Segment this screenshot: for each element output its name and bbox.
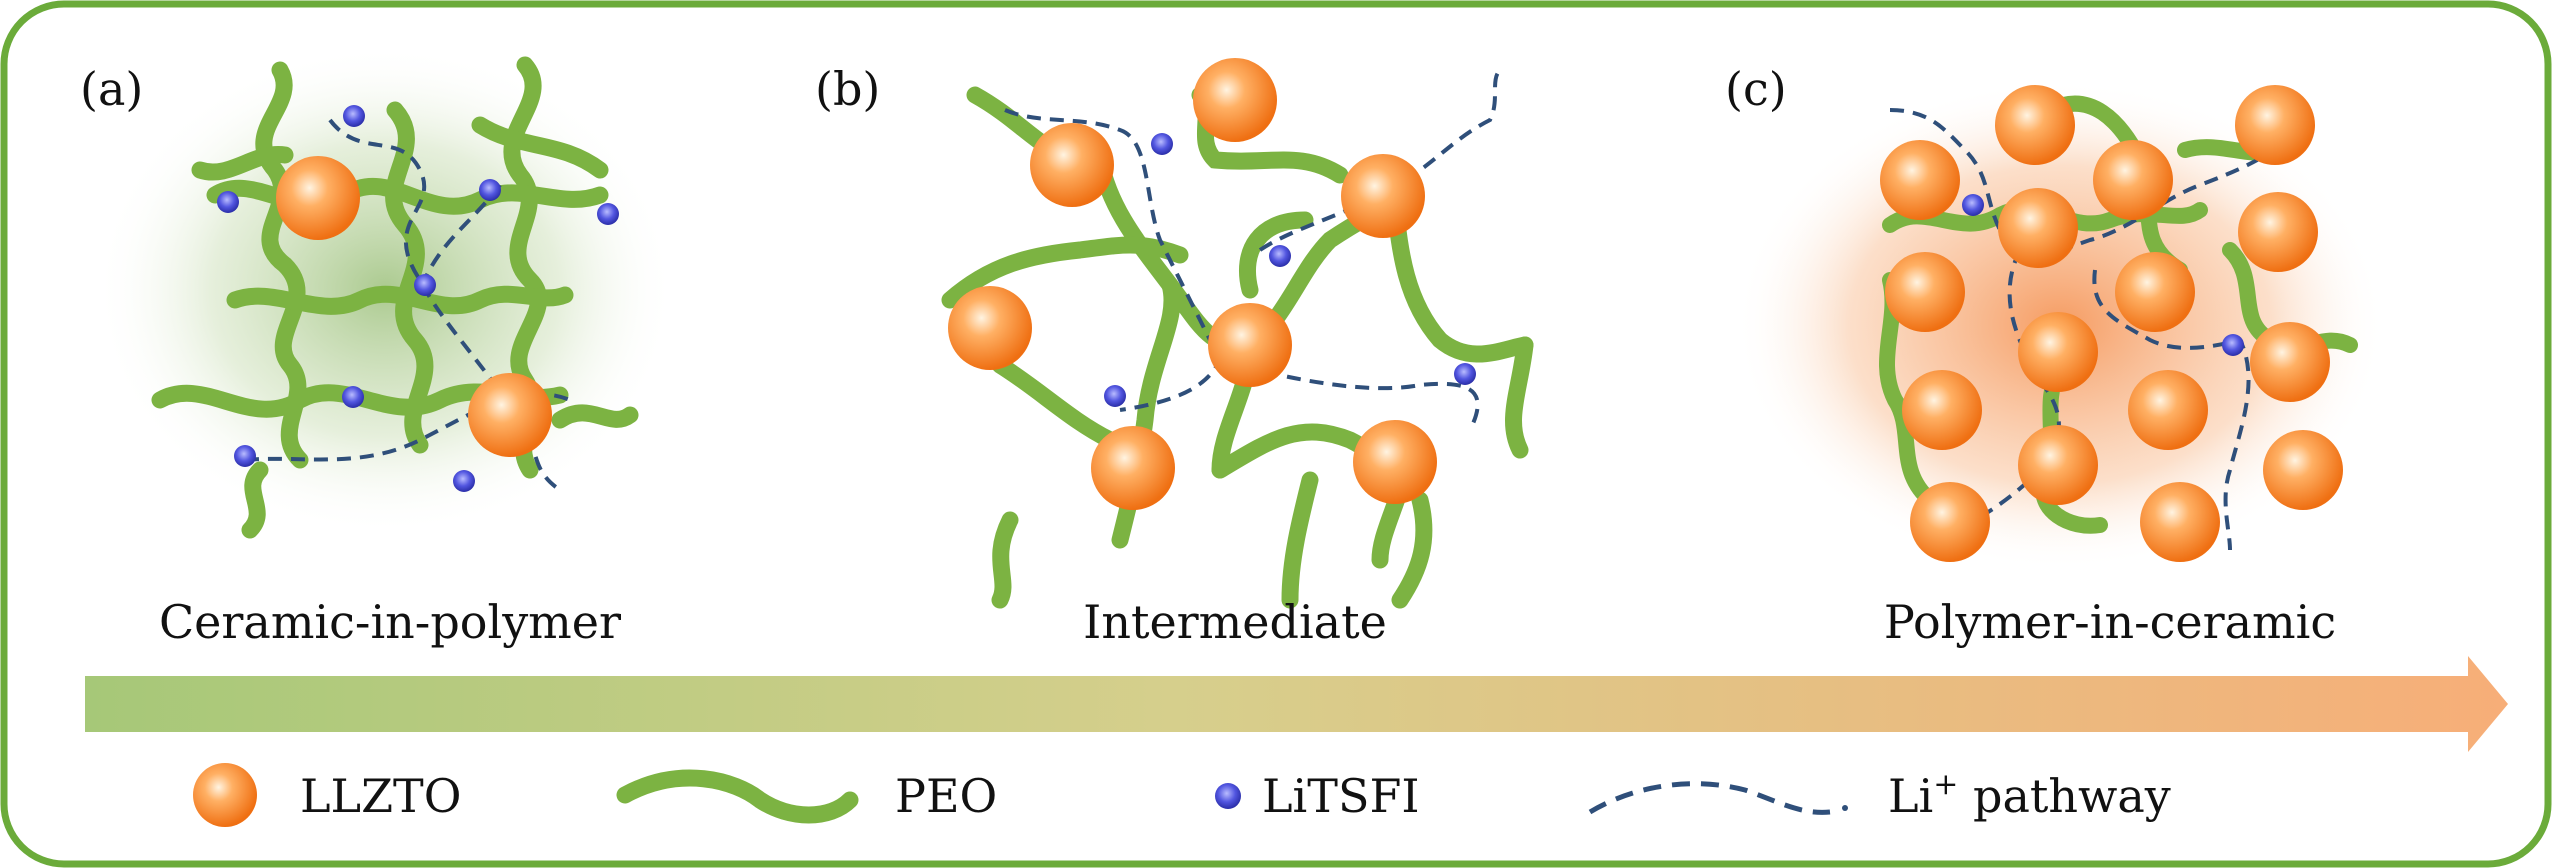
- legend-llzto-label: LLZTO: [300, 769, 461, 823]
- llzto-particle: [468, 373, 552, 457]
- llzto-particle: [1208, 303, 1292, 387]
- litsfi-ion: [1962, 194, 1984, 216]
- panel-c-litsfi: [1962, 194, 2244, 356]
- litsfi-ion: [1454, 363, 1476, 385]
- panel-a: (a) Ceramic-in-polymer: [80, 45, 675, 649]
- legend-peo-swatch: [616, 769, 859, 824]
- legend-llzto-swatch: [193, 763, 257, 827]
- llzto-particle: [2263, 430, 2343, 510]
- panel-b-letter: (b): [815, 62, 880, 116]
- llzto-particle: [2093, 140, 2173, 220]
- llzto-particle: [1880, 140, 1960, 220]
- legend-pathway-swatch: [1588, 781, 1831, 815]
- panel-b-litsfi: [1104, 133, 1476, 407]
- transition-arrow: [85, 656, 2508, 752]
- legend-pathway-end: [1842, 805, 1848, 811]
- llzto-particle: [2128, 370, 2208, 450]
- llzto-particle: [1910, 482, 1990, 562]
- litsfi-ion: [1104, 385, 1126, 407]
- llzto-particle: [2238, 192, 2318, 272]
- legend-peo-label: PEO: [895, 769, 997, 823]
- litsfi-ion: [2222, 334, 2244, 356]
- panel-a-ceramic-particles: [276, 156, 552, 457]
- litsfi-ion: [343, 105, 365, 127]
- panel-b: (b) Intermediate: [815, 58, 1534, 649]
- llzto-particle: [276, 156, 360, 240]
- legend-pathway-li: Li: [1888, 769, 1933, 823]
- panel-b-ceramic-particles: [948, 58, 1437, 510]
- llzto-particle: [2250, 322, 2330, 402]
- llzto-particle: [1341, 154, 1425, 238]
- llzto-particle: [1995, 85, 2075, 165]
- litsfi-ion: [453, 470, 475, 492]
- llzto-particle: [2235, 85, 2315, 165]
- llzto-particle: [2140, 482, 2220, 562]
- llzto-particle: [1091, 426, 1175, 510]
- panel-c: (c) Polymer-in-ceramic: [1725, 62, 2385, 649]
- litsfi-ion: [414, 274, 436, 296]
- litsfi-ion: [217, 191, 239, 213]
- litsfi-ion: [479, 179, 501, 201]
- legend-litsfi-swatch: [1215, 783, 1241, 809]
- legend: LLZTO PEO LiTSFI Li+ pathway: [193, 763, 2171, 827]
- legend-pathway-sup: +: [1933, 767, 1958, 802]
- legend-pathway-label: Li+ pathway: [1888, 767, 2171, 823]
- legend-litsfi-label: LiTSFI: [1262, 769, 1420, 823]
- llzto-particle: [1998, 188, 2078, 268]
- legend-pathway-suffix: pathway: [1958, 769, 2170, 823]
- llzto-particle: [1885, 252, 1965, 332]
- llzto-particle: [948, 286, 1032, 370]
- litsfi-ion: [597, 203, 619, 225]
- llzto-particle: [1030, 123, 1114, 207]
- panel-c-letter: (c): [1725, 62, 1787, 116]
- litsfi-ion: [1151, 133, 1173, 155]
- panel-a-letter: (a): [80, 62, 143, 116]
- panel-c-caption: Polymer-in-ceramic: [1884, 595, 2336, 649]
- litsfi-ion: [234, 445, 256, 467]
- panel-b-caption: Intermediate: [1083, 595, 1387, 649]
- litsfi-ion: [1269, 245, 1291, 267]
- llzto-particle: [2018, 312, 2098, 392]
- panel-a-litsfi: [217, 105, 619, 492]
- litsfi-ion: [342, 386, 364, 408]
- llzto-particle: [2018, 425, 2098, 505]
- llzto-particle: [2115, 252, 2195, 332]
- llzto-particle: [1193, 58, 1277, 142]
- panel-c-ceramic-particles: [1880, 85, 2343, 562]
- llzto-particle: [1902, 370, 1982, 450]
- llzto-particle: [1353, 420, 1437, 504]
- panel-a-caption: Ceramic-in-polymer: [159, 595, 621, 649]
